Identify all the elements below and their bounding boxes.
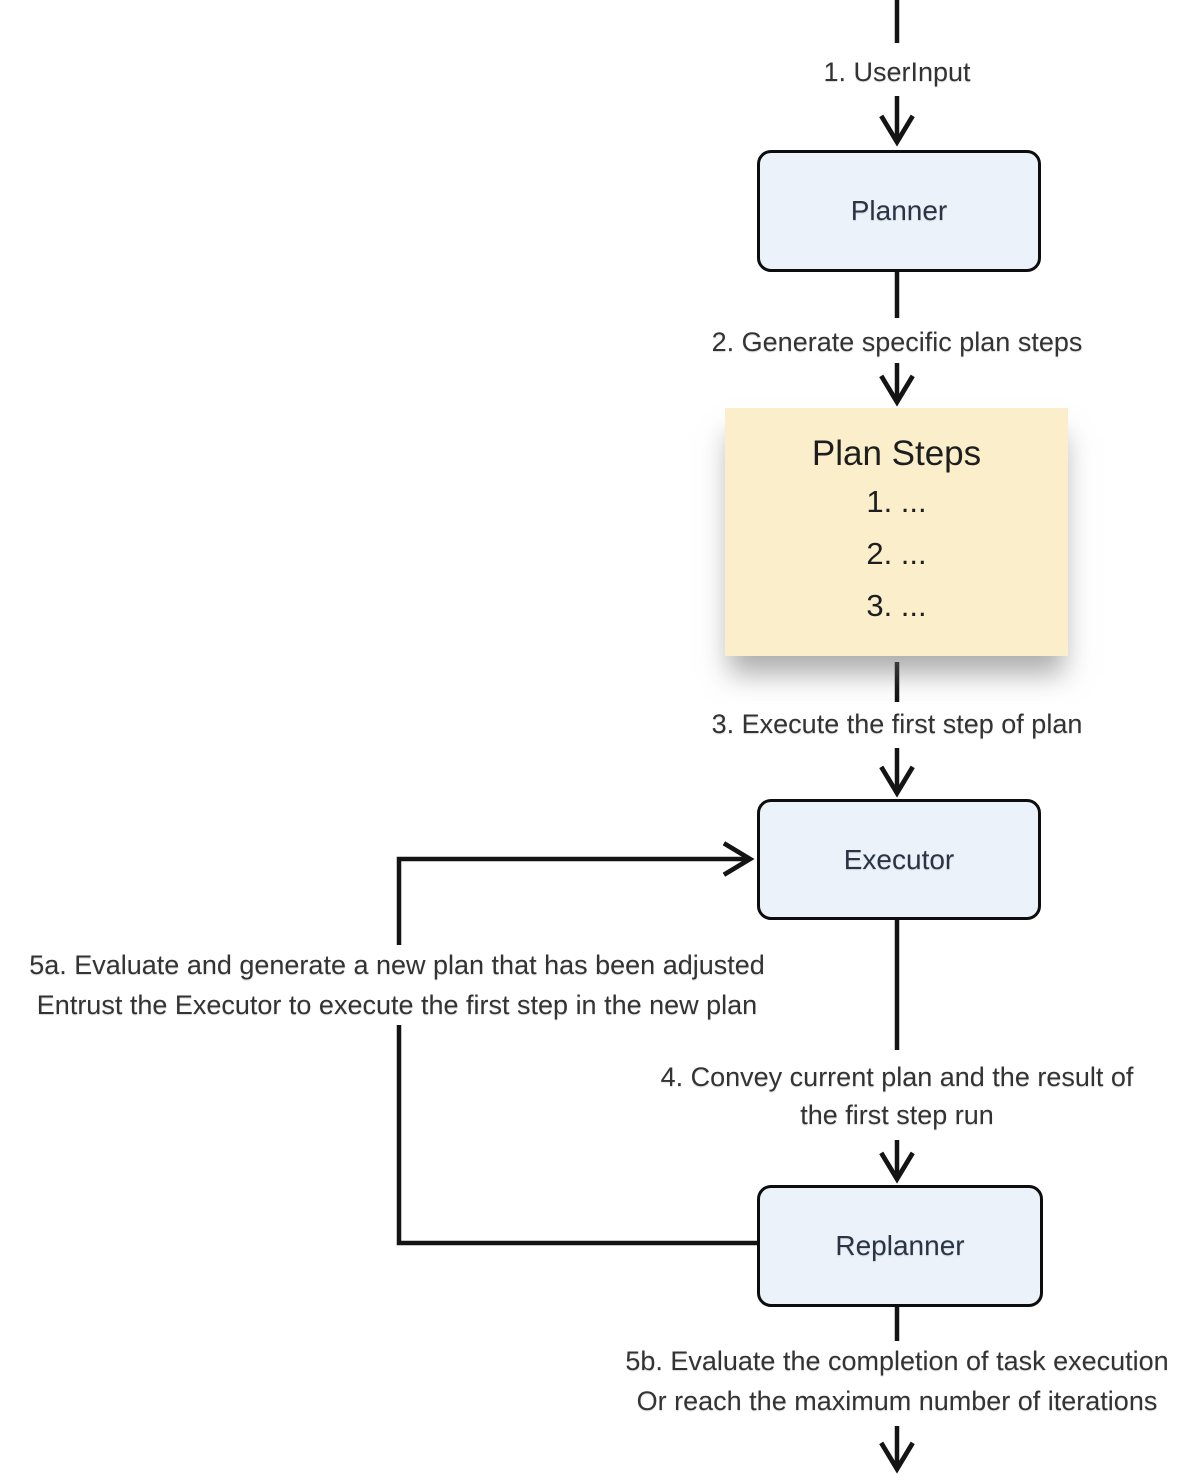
edge-label-replan: 5a. Evaluate and generate a new plan tha… — [23, 945, 771, 1025]
edge-label-finish-line1: 5b. Evaluate the completion of task exec… — [625, 1346, 1169, 1376]
plan-steps-item-3: 3. ... — [866, 588, 927, 623]
node-replanner-label: Replanner — [835, 1230, 965, 1261]
node-executor-label: Executor — [843, 843, 955, 875]
edge-label-execute-first-text: 3. Execute the first step of plan — [711, 709, 1083, 739]
edge-label-convey-line1: 4. Convey current plan and the result of — [660, 1062, 1134, 1092]
node-planner: Planner — [757, 150, 1041, 272]
edge-label-generate-steps-text: 2. Generate specific plan steps — [711, 327, 1083, 357]
plan-steps-item-1: 1. ... — [866, 484, 927, 519]
node-plan-steps: Plan Steps 1. ... 2. ... 3. ... — [725, 408, 1068, 656]
edge-label-convey: 4. Convey current plan and the result of… — [654, 1058, 1140, 1134]
edge-label-finish: 5b. Evaluate the completion of task exec… — [619, 1341, 1175, 1421]
edge-label-replan-line2: Entrust the Executor to execute the firs… — [36, 990, 758, 1020]
edge-label-finish-line2: Or reach the maximum number of iteration… — [636, 1386, 1158, 1416]
edge-label-execute-first: 3. Execute the first step of plan — [705, 704, 1089, 744]
node-planner-label: Planner — [850, 195, 948, 226]
edge-replan-loop-arrow — [396, 841, 757, 1246]
edge-label-user-input-text: 1. UserInput — [823, 57, 971, 87]
edge-label-user-input: 1. UserInput — [817, 52, 977, 92]
edge-label-convey-line2: the first step run — [800, 1100, 994, 1130]
node-replanner: Replanner — [757, 1185, 1043, 1307]
edge-label-replan-line1: 5a. Evaluate and generate a new plan tha… — [29, 950, 765, 980]
plan-steps-item-2: 2. ... — [866, 536, 927, 571]
edge-label-generate-steps: 2. Generate specific plan steps — [705, 322, 1089, 362]
plan-steps-title: Plan Steps — [811, 434, 982, 473]
node-executor: Executor — [757, 799, 1041, 920]
